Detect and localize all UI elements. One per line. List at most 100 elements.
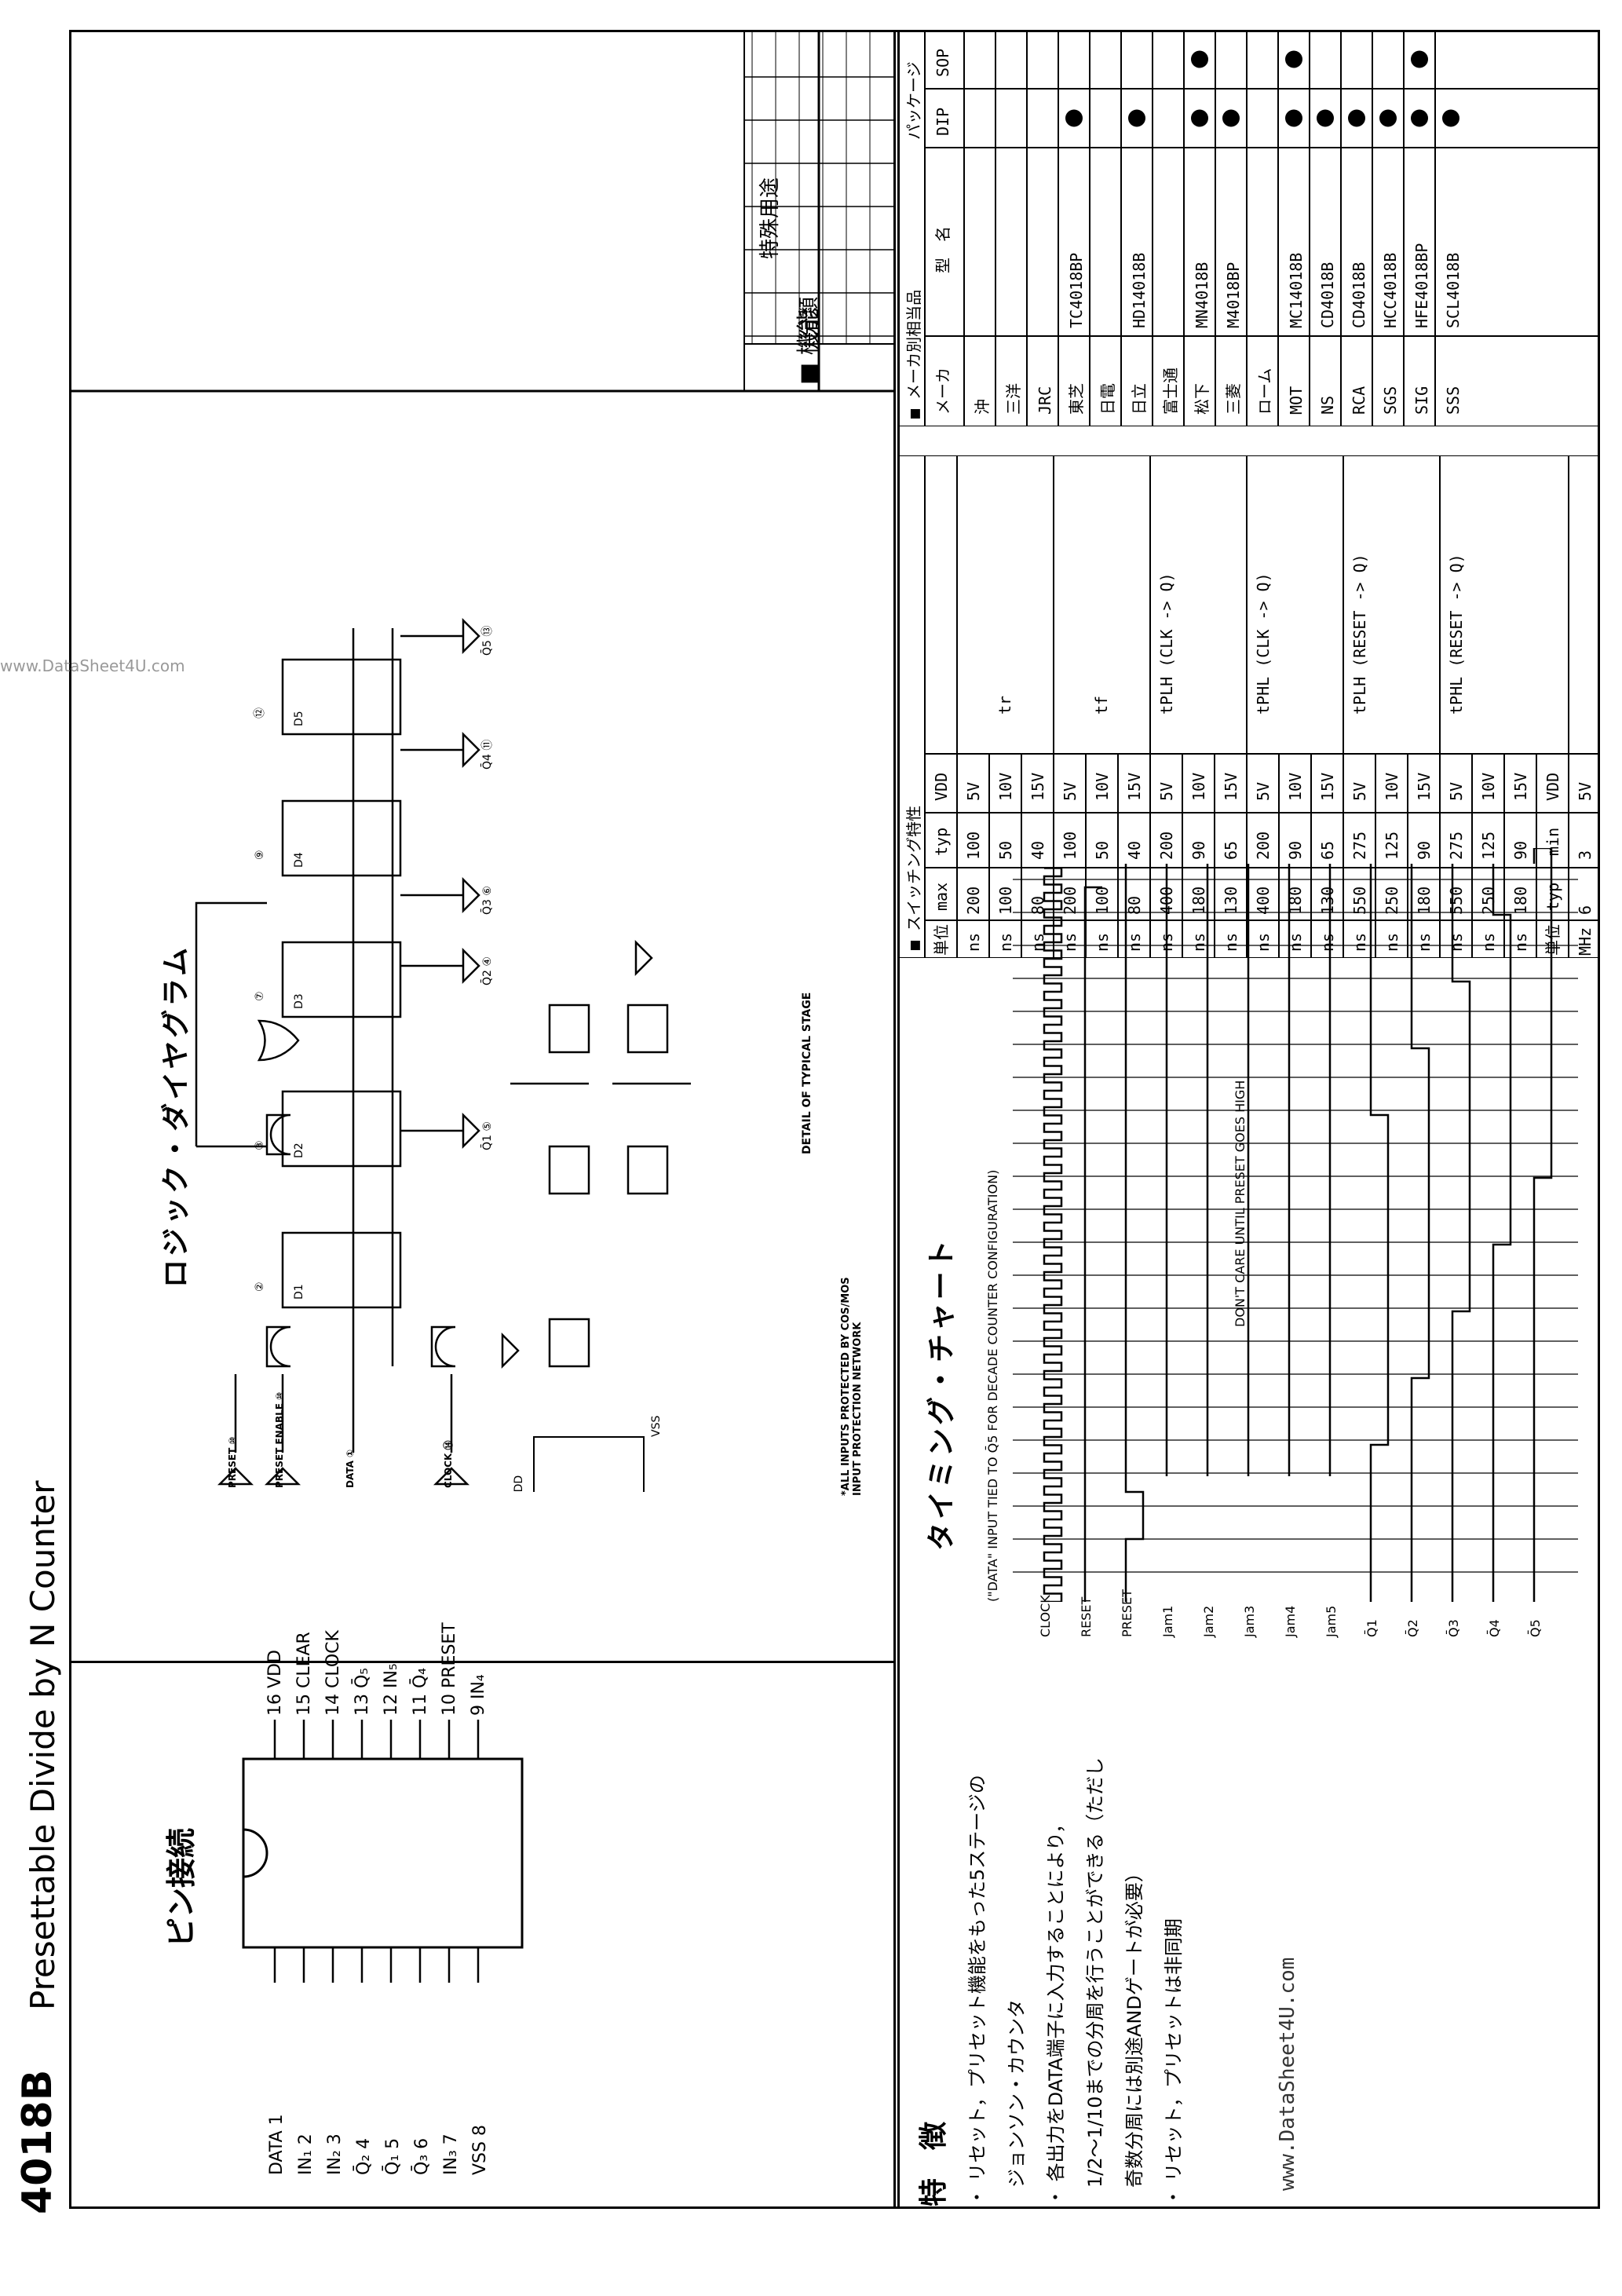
sw-typ: 200 [1254,832,1273,860]
sw-vdd: 15V [1511,773,1530,801]
logic-output-label: Q̄1 ⑤ [480,1121,494,1150]
mk-dip-dot [1442,109,1459,127]
pin-label-right: 13 Q̄₅ [353,1667,372,1716]
mk-model: MC14018B [1287,253,1306,328]
logic-jam-label: ⑨ [254,850,266,860]
sw-typ: 275 [1447,832,1466,860]
mk-title: ■ メーカ別相当品 [904,290,923,419]
timing-wave [1369,864,1390,1602]
sw-typ: 90 [1415,841,1434,860]
sw-max: 130 [1318,887,1337,915]
sw-vdd: 5V [1350,782,1369,801]
timing-signal-label: Q̄2 [1405,1619,1420,1637]
sw-typ: 65 [1318,841,1337,860]
logic-input-label: PRESET ⑩ [227,1436,238,1488]
mk-pkg-head: パッケージ [904,61,923,140]
timing-wave [1451,864,1471,1602]
sw-title: ■ スイッチング特性 [904,806,923,950]
sw-unit: ns [1222,933,1240,952]
sw-max: 180 [1415,887,1434,915]
pin-label-right: 9 IN₄ [469,1674,488,1716]
sw-max: 200 [1061,887,1080,915]
switching-table: ■ スイッチング特性VDDtypmax単位tr5V100200ns10V5010… [897,455,1600,958]
sw-unit: ns [996,933,1015,952]
mk-dip-dot [1411,109,1428,127]
sw-typ: 125 [1479,832,1498,860]
function-label: 分類 [798,296,821,338]
mk-maker: 松下 [1193,383,1211,415]
timing-signal-label: Jam3 [1242,1605,1257,1637]
sw-vdd: 10V [996,773,1015,801]
watermark-bottom: www.DataSheet4U.com [1276,1957,1299,2191]
logic-jam-label: ⑦ [254,991,266,1001]
timing-signal-label: PRESET [1120,1589,1134,1637]
sw-typ: 50 [1093,841,1112,860]
timing-wave [1124,864,1145,1602]
timing-wave [1532,848,1553,1602]
logic-stage-label: D5 [293,711,305,726]
timing-signal-label: Jam5 [1324,1605,1339,1637]
function-box [69,30,893,393]
sw-vdd: 5V [1061,782,1080,801]
sw-vdd: 15V [1318,773,1337,801]
timing-wave [1083,886,1102,1602]
timing-signal-label: Jam4 [1283,1605,1298,1637]
sw-vdd: 5V [964,782,983,801]
sw-typ: 90 [1189,841,1208,860]
sw-unit: ns [1125,933,1144,952]
feature-line: 1/2〜1/10までの分周を行うことができる（ただし [1084,1757,1106,2206]
sw-vdd: 5V [1157,782,1176,801]
logic-stage-label: D4 [293,852,305,868]
mk-model: TC4018BP [1067,253,1086,328]
sw-vdd: 15V [1125,773,1144,801]
timing-chart-title: タイミング・チャート [926,1237,958,1551]
sw-max: 80 [1125,896,1144,915]
pin-label-left: IN₂ 3 [325,2133,345,2175]
mk-model: M4018BP [1224,262,1243,328]
mk-dip-dot [1222,109,1240,127]
logic-output-label: Q̄2 ④ [480,956,494,985]
watermark-left: www.DataSheet4U.com [0,656,185,675]
mk-model: HD14018B [1130,253,1149,328]
protection-note: *ALL INPUTS PROTECTED BY COS/MOS INPUT P… [840,1277,864,1496]
mk-maker: 日立 [1130,383,1149,415]
mk-maker: 三菱 [1224,383,1243,415]
sw-max: 100 [1093,887,1112,915]
timing-wave [1410,864,1430,1602]
sw-max: 400 [1157,887,1176,915]
sw-unit: ns [1028,933,1047,952]
timing-wave [1043,867,1063,1602]
sw-typ: 125 [1383,832,1401,860]
sw-vdd: 5V [1447,782,1466,801]
mk-model: MN4018B [1193,262,1211,328]
divider-main-right [897,30,900,2209]
divider-left-right [893,30,896,2209]
mk-maker: SIG [1412,386,1431,415]
fcp-vdd: 5V [1576,782,1595,801]
mk-dip-dot [1317,109,1334,127]
mk-maker: 東芝 [1067,383,1086,415]
fcp-unit: MHz [1576,927,1595,956]
mk-dip-dot [1128,109,1145,127]
sw-max: 550 [1350,887,1369,915]
sw-unit: ns [1157,933,1176,952]
sw-max: 130 [1222,887,1240,915]
sw-unit: ns [1447,933,1466,952]
mk-dip-dot [1285,109,1302,127]
sw-unit: ns [1383,933,1401,952]
pin-label-right: 11 Q̄₄ [411,1667,430,1716]
features-heading: 特 徴 [918,2121,950,2206]
sw-typ: 90 [1286,841,1305,860]
sw-typ: 50 [996,841,1015,860]
mk-maker: MOT [1287,386,1306,415]
sw-vdd: 10V [1189,773,1208,801]
logic-output-label: Q̄3 ⑥ [480,886,494,915]
fcp-col-head: typ [1543,883,1562,911]
pin-label-left: Q̄₁ 5 [383,2137,403,2175]
mk-maker: 日電 [1098,383,1117,415]
sw-col-head: typ [932,828,951,856]
sw-unit: ns [1415,933,1434,952]
mk-maker: JRC [1036,386,1054,415]
logic-jam-label: ⑫ [254,707,266,718]
